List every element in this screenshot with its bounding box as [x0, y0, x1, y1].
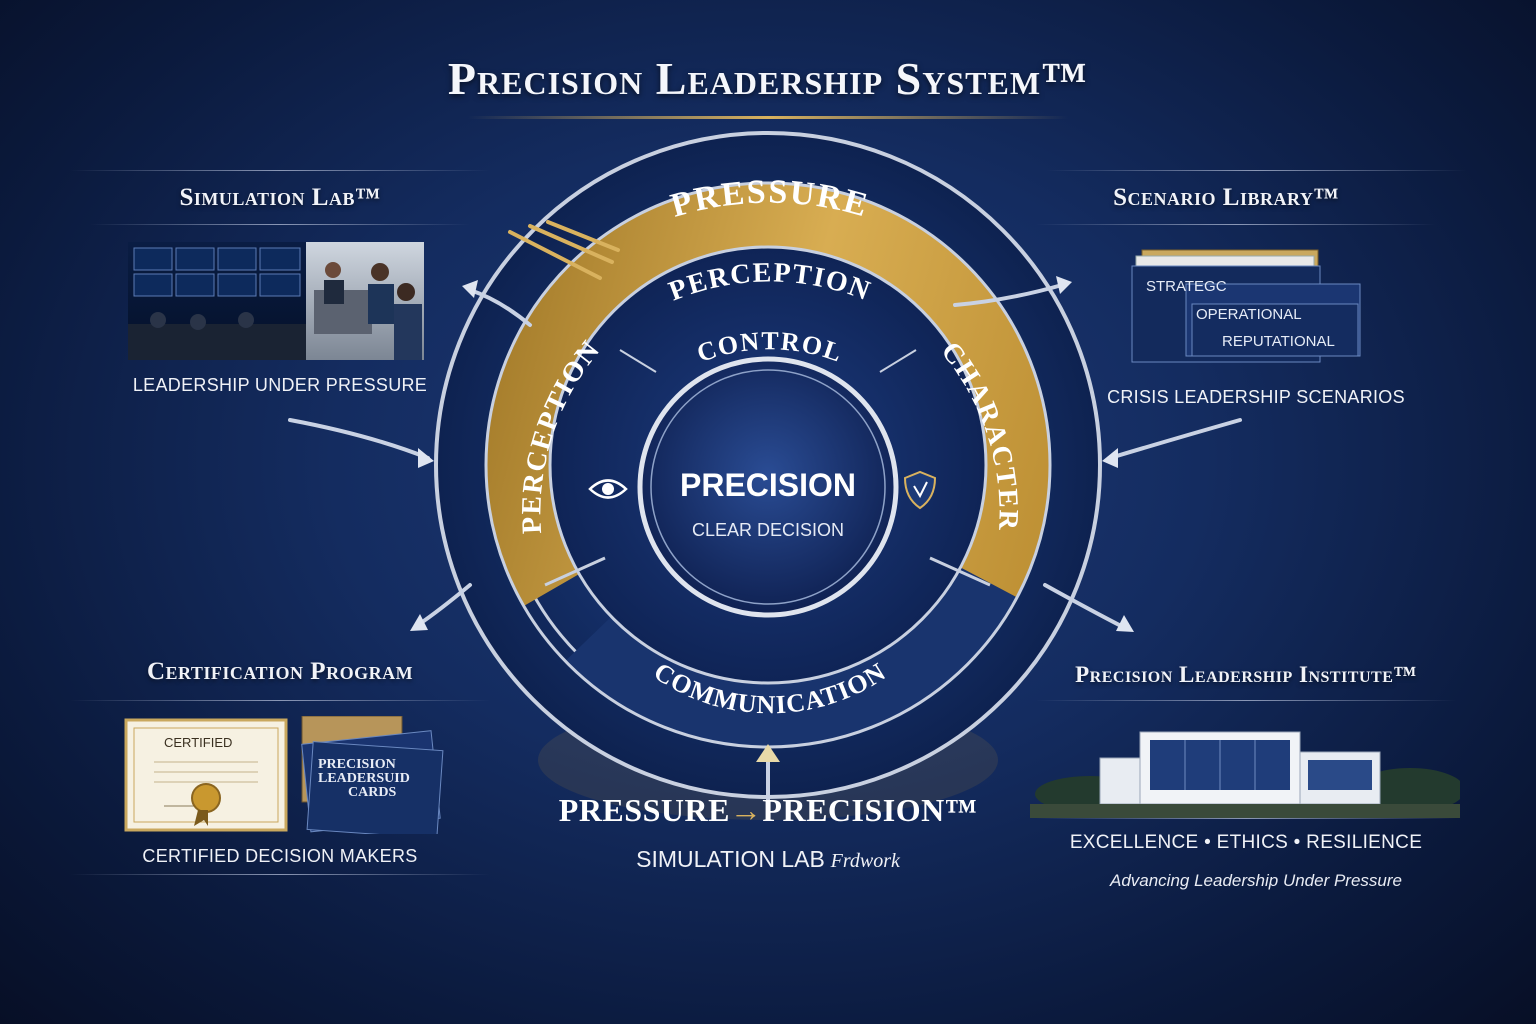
headline-precision: PRECISION™ [762, 792, 978, 828]
scenario-card-reputational: REPUTATIONAL [1222, 333, 1335, 350]
divider [70, 700, 490, 701]
institute-building [1030, 731, 1460, 818]
scenario-cards-graphic [1131, 249, 1361, 363]
divider [1036, 818, 1456, 819]
center-subtitle: CLEAR DECISION [692, 520, 844, 540]
center-title: PRECISION [680, 467, 856, 503]
simulation-lab-framework: SIMULATION LAB Frdwork [468, 846, 1068, 873]
title-divider [468, 116, 1068, 119]
simulation-lab-title: Simulation Lab™ [179, 184, 381, 211]
cards-line-2: LEADERSUID [318, 771, 410, 786]
divider [70, 874, 490, 875]
cards-line-3: CARDS [348, 785, 397, 800]
scenario-card-strategic: STRATEGC [1146, 278, 1227, 295]
divider [1046, 170, 1466, 171]
pressure-arrows [508, 220, 620, 280]
certification-title: Certification Program [146, 658, 414, 685]
cards-line-1: PRECISION [318, 757, 396, 772]
simulation-lab-caption: Leadership Under Pressure [132, 375, 428, 395]
connector-arrows [288, 283, 1242, 802]
scenario-library-caption: Crisis Leadership Scenarios [1107, 387, 1405, 407]
divider [70, 170, 490, 171]
scenario-card-operational: OPERATIONAL [1196, 306, 1302, 323]
divider [90, 224, 470, 225]
arrowheads [410, 276, 1134, 762]
institute-title: Precision Leadership Institute™ [1075, 662, 1417, 687]
pressure-precision-headline: PRESSURE→PRECISION™ [468, 792, 1068, 829]
institute-tagline: Advancing Leadership Under Pressure [1109, 871, 1402, 890]
page-title: Precision Leadership System™ [447, 53, 1089, 104]
headline-arrow: → [729, 792, 763, 828]
certificate-label: CERTIFIED [164, 735, 233, 750]
framework-main: SIMULATION LAB [636, 846, 825, 872]
divider [1036, 224, 1436, 225]
leadership-cards-text: PRECISION LEADERSUID CARDS [318, 758, 438, 800]
headline-pressure: PRESSURE [558, 792, 730, 828]
eye-icon [588, 479, 628, 499]
certification-caption: Certified Decision Makers [142, 846, 418, 866]
shield-icon [903, 470, 937, 510]
divider [1036, 700, 1456, 701]
framework-italic: Frdwork [830, 850, 900, 872]
simulation-lab-photo [128, 242, 424, 360]
scenario-library-title: Scenario Library™ [1113, 184, 1339, 211]
certification-graphic [124, 716, 444, 834]
institute-values: EXCELLENCE • ETHICS • RESILIENCE [1069, 832, 1423, 853]
